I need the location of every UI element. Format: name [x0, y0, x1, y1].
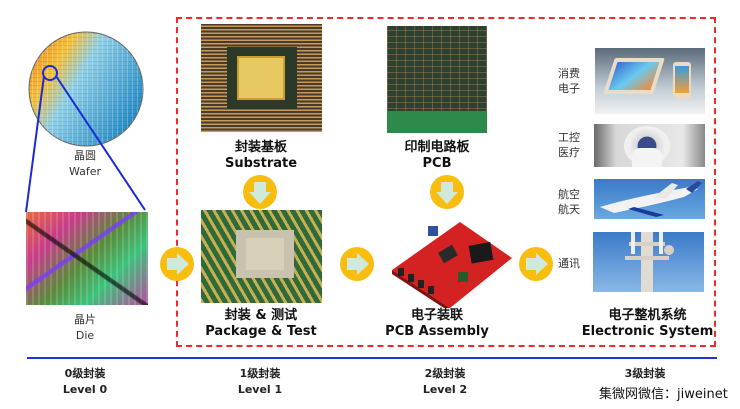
level-axis-line [27, 357, 717, 359]
package-test-label-en: Package & Test [205, 324, 317, 339]
level-0-en: Level 0 [62, 383, 108, 396]
pcb-assembly-label-en: PCB Assembly [385, 324, 489, 339]
die-image [26, 212, 148, 305]
wafer-image [27, 30, 145, 148]
arrow-right-icon [347, 253, 369, 275]
pcb-image [387, 26, 487, 133]
electronic-system-label-cn: 电子整机系统 [608, 308, 687, 323]
package-test-image [201, 210, 322, 303]
level-2-en: Level 2 [422, 383, 468, 396]
package-test-label-cn: 封装 & 测试 [224, 308, 298, 323]
app-label-aerospace-1: 航空 [558, 188, 580, 201]
die-label-cn: 晶片 [74, 313, 96, 326]
substrate-label-cn: 封装基板 [234, 140, 287, 155]
wafer-label-cn: 晶圆 [74, 149, 96, 162]
wafer-label-en: Wafer [68, 165, 102, 178]
level-1-en: Level 1 [237, 383, 283, 396]
app-label-consumer-2: 电子 [558, 82, 580, 95]
substrate-label-en: Substrate [224, 156, 298, 171]
die-label-en: Die [75, 329, 95, 342]
app-label-industrial-1: 工控 [558, 131, 580, 144]
substrate-image [201, 24, 322, 132]
level-1-cn: 1级封装 [239, 367, 281, 380]
pcb-assembly-label-cn: 电子装联 [410, 308, 463, 323]
level-0-cn: 0级封装 [64, 367, 106, 380]
level-3-cn: 3级封装 [624, 367, 666, 380]
pcb-label-cn: 印制电路板 [404, 140, 470, 155]
arrow-down-icon [249, 182, 271, 204]
watermark: 集微网微信：jiweinet [596, 383, 731, 402]
electronic-system-label-en: Electronic System [581, 324, 714, 339]
airplane-photo [594, 179, 705, 219]
arrow-down-pcb [430, 175, 464, 209]
arrow-down-icon [436, 182, 458, 204]
tablet-phone-photo [595, 48, 705, 114]
app-label-telecom: 通讯 [558, 257, 580, 270]
level-2-cn: 2级封装 [424, 367, 466, 380]
pcb-assembly-image [392, 222, 512, 308]
arrow-right-die-to-package [160, 247, 194, 281]
ct-scanner-photo [594, 124, 705, 167]
pcb-label-en: PCB [422, 156, 452, 171]
arrow-right-assembly-to-system [519, 247, 553, 281]
cell-tower-photo [593, 232, 704, 292]
app-label-industrial-2: 医疗 [558, 146, 580, 159]
packaging-scope-box [176, 17, 716, 347]
app-label-aerospace-2: 航天 [558, 203, 580, 216]
arrow-right-icon [167, 253, 189, 275]
app-label-consumer-1: 消费 [558, 67, 580, 80]
arrow-down-substrate [243, 175, 277, 209]
zoom-lines [25, 65, 146, 213]
arrow-right-package-to-assembly [340, 247, 374, 281]
arrow-right-icon [526, 253, 548, 275]
